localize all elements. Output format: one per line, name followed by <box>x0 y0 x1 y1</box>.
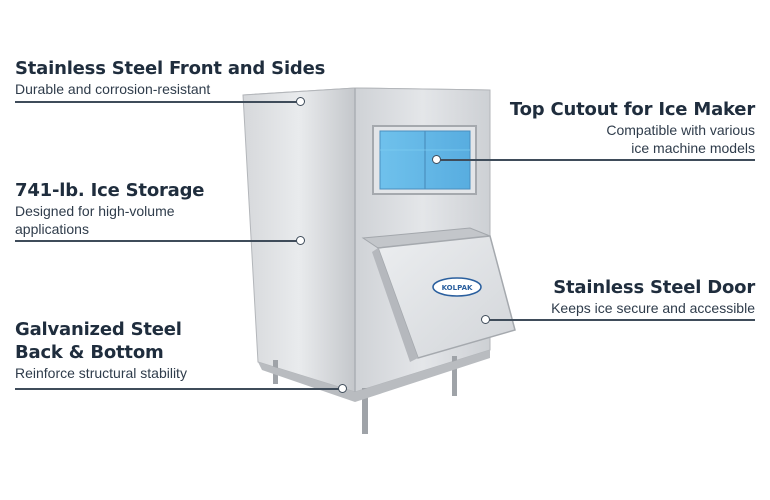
marker-dot-back-bottom <box>338 384 347 393</box>
callout-title: 741-lb. Ice Storage <box>15 180 205 201</box>
leader-line-storage <box>15 240 297 242</box>
ice-bin-door <box>361 227 516 362</box>
callout-title: Stainless Steel Door <box>553 277 755 298</box>
callout-desc: Durable and corrosion-resistant <box>15 81 211 97</box>
callout-title: Top Cutout for Ice Maker <box>509 99 755 120</box>
callout-title: Back & Bottom <box>15 342 164 363</box>
callout-desc: Compatible with various <box>606 122 755 138</box>
callout-title: Galvanized Steel <box>15 319 182 340</box>
callout-desc: Designed for high-volume <box>15 203 175 219</box>
callout-top-cutout: Top Cutout for Ice Maker Compatible with… <box>510 98 755 157</box>
callout-desc: Keeps ice secure and accessible <box>551 300 755 316</box>
marker-dot-front-sides <box>296 97 305 106</box>
callout-back-bottom: Galvanized Steel Back & Bottom Reinforce… <box>15 318 187 382</box>
brand-badge-text: KOLPAK <box>442 284 473 292</box>
leader-line-back-bottom <box>15 388 339 390</box>
leader-line-door <box>489 319 755 321</box>
callout-desc: ice machine models <box>631 140 755 156</box>
callout-desc: Reinforce structural stability <box>15 365 187 381</box>
callout-title: Stainless Steel Front and Sides <box>15 58 326 79</box>
callout-desc: applications <box>15 221 89 237</box>
marker-dot-top-cutout <box>432 155 441 164</box>
callout-door: Stainless Steel Door Keeps ice secure an… <box>551 276 755 317</box>
marker-dot-storage <box>296 236 305 245</box>
callout-storage: 741-lb. Ice Storage Designed for high-vo… <box>15 179 204 238</box>
callout-front-sides: Stainless Steel Front and Sides Durable … <box>15 57 325 98</box>
leader-line-top-cutout <box>438 159 755 161</box>
marker-dot-door <box>481 315 490 324</box>
leader-line-front-sides <box>15 101 297 103</box>
